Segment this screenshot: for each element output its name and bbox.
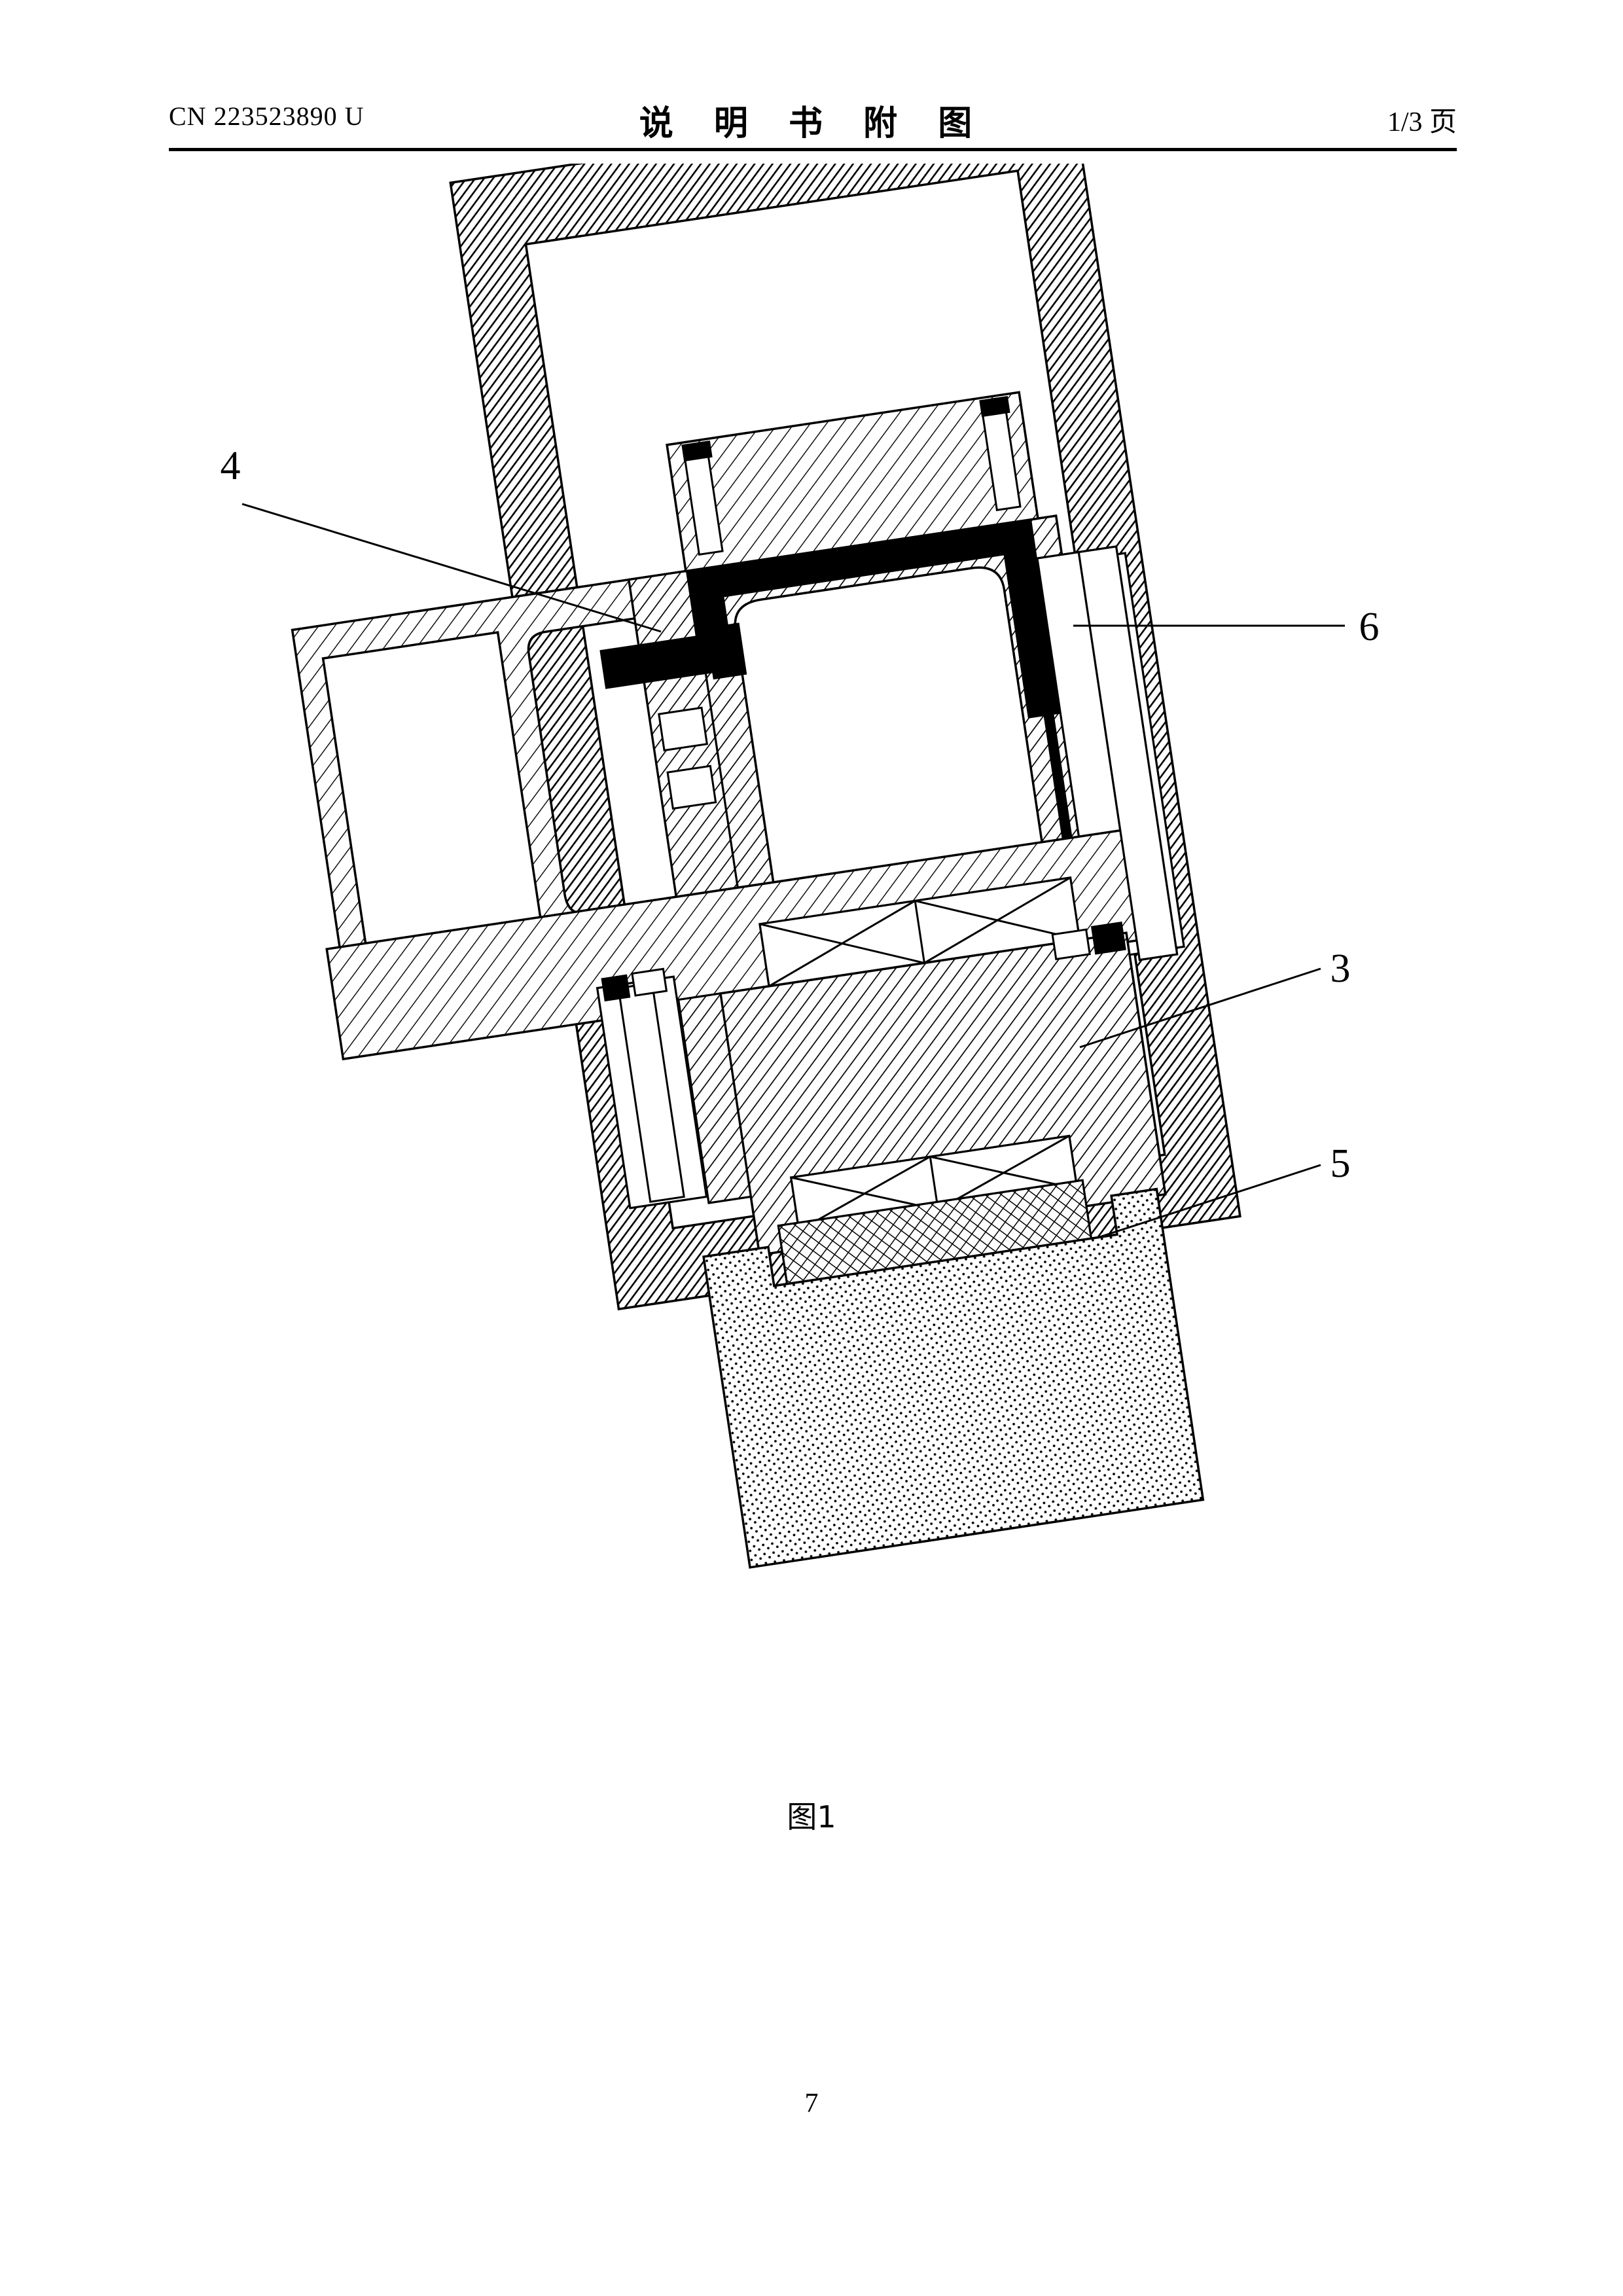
leader-line-4 xyxy=(241,503,662,633)
figure-1-drawing: 4 6 3 5 xyxy=(0,164,1623,1767)
leader-line-5 xyxy=(1099,1164,1321,1238)
footer-page-number: 7 xyxy=(804,2089,819,2119)
assembly-group xyxy=(291,164,1241,1569)
ref-numeral-5: 5 xyxy=(1330,1141,1351,1186)
page-header: CN 223523890 U 说 明 书 附 图 1/3 页 xyxy=(169,96,1457,158)
right-lower-seal xyxy=(1051,921,1126,961)
ref-numeral-4: 4 xyxy=(221,444,241,488)
header-divider xyxy=(169,148,1457,151)
figure-caption: 图1 xyxy=(787,1799,836,1835)
upper-cross-member xyxy=(666,391,1039,573)
patent-cross-section-svg: 4 6 3 5 xyxy=(221,164,1380,1569)
patent-number: CN 223523890 U xyxy=(169,101,365,131)
leader-line-3 xyxy=(1079,967,1321,1049)
page-title: 说 明 书 附 图 xyxy=(639,104,987,143)
granular-fill-chamber xyxy=(702,1187,1205,1569)
page-indicator: 1/3 页 xyxy=(1387,107,1457,137)
ref-numeral-3: 3 xyxy=(1330,946,1351,991)
right-outer-strip xyxy=(1077,545,1179,961)
ref-numeral-6: 6 xyxy=(1359,605,1380,649)
black-seal-bracket xyxy=(599,519,1061,719)
left-support-leg xyxy=(596,967,708,1210)
reference-callouts: 4 6 3 5 xyxy=(221,444,1380,1238)
